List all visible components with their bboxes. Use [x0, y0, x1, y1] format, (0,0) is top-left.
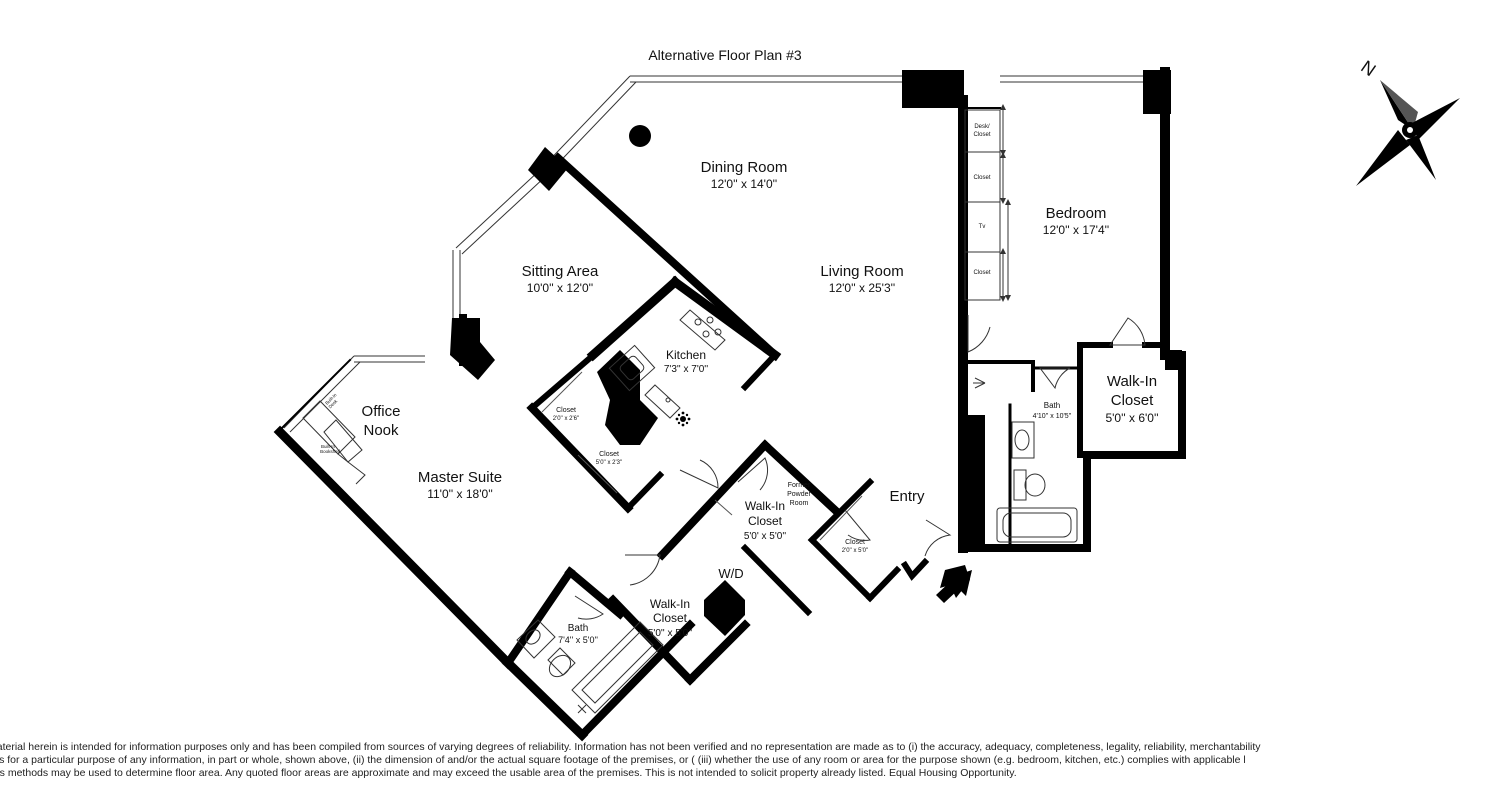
dining-room-name: Dining Room: [701, 159, 788, 176]
closet-rods: [541, 371, 863, 541]
kitchen-name: Kitchen: [666, 348, 706, 362]
walk-in-closet-lower-dims: 5'0'' x 5'0'': [648, 628, 692, 639]
built-in-bookshelf-line1: Built-In: [321, 444, 336, 449]
former-powder-room-line3: Room: [790, 500, 809, 507]
bath-lower-dims: 7'4'' x 5'0'': [558, 635, 598, 645]
kitchen-light-icon: [675, 411, 691, 427]
disclaimer-line-3: ous methods may be used to determine flo…: [0, 767, 1017, 780]
bath-right-name: Bath: [1044, 401, 1060, 410]
column-dot: [629, 125, 651, 147]
desk-closet-line2: Closet: [973, 132, 990, 138]
closet-b-name: Closet: [599, 451, 619, 458]
walk-in-closet-lower-name1: Walk-In: [650, 597, 690, 611]
bedroom-name: Bedroom: [1046, 205, 1107, 222]
kitchen-dims: 7'3'' x 7'0'': [664, 364, 708, 375]
closet-a-dims: 2'0'' x 2'6'': [553, 416, 580, 422]
closet-2-label: Closet: [973, 270, 990, 276]
wd-label: W/D: [718, 566, 743, 581]
room-labels: Dining Room 12'0'' x 14'0'' Living Room …: [320, 124, 1158, 645]
built-in-desk-line2: Desk: [328, 398, 339, 409]
closet-b-dims: 5'0'' x 2'3'': [596, 460, 623, 466]
columns: [450, 70, 1182, 636]
walk-in-closet-right-name1: Walk-In: [1107, 373, 1157, 390]
office-nook-name2: Nook: [363, 422, 399, 439]
built-in-bookshelf-line2: Bookshelf: [320, 449, 341, 454]
bath-right-dims: 4'10'' x 10'5'': [1033, 413, 1072, 420]
entry-label: Entry: [889, 488, 925, 505]
right-bath-fixtures: [973, 377, 1078, 543]
desk-closet-line1: Desk/: [974, 124, 990, 130]
walk-in-closet-lower-name2: Closet: [653, 611, 688, 625]
walk-in-closet-right-dims: 5'0'' x 6'0'': [1105, 411, 1158, 425]
office-nook-name1: Office: [362, 403, 401, 420]
dining-room-dims: 12'0'' x 14'0'': [711, 177, 777, 191]
master-suite-name: Master Suite: [418, 469, 502, 486]
plan-title: Alternative Floor Plan #3: [648, 47, 802, 63]
closet-entry-name: Closet: [845, 539, 865, 546]
lower-bath-fixtures: [516, 619, 664, 714]
living-room-name: Living Room: [820, 263, 903, 280]
master-suite-dims: 11'0'' x 18'0'': [427, 487, 493, 501]
sitting-area-dims: 10'0'' x 12'0'': [527, 281, 593, 295]
compass: N: [1356, 56, 1460, 186]
former-powder-room-line2: Powder: [787, 491, 811, 498]
entry-arrow-icon: [936, 570, 972, 603]
compass-label: N: [1357, 56, 1379, 80]
walk-in-closet-center-name2: Closet: [748, 514, 783, 528]
office-built-ins: [302, 400, 366, 485]
window-glazing: [283, 75, 1145, 433]
disclaimer-line-2: ess for a particular purpose of any info…: [0, 754, 1246, 767]
bedroom-dims: 12'0'' x 17'4'': [1043, 223, 1109, 237]
kitchen-fixtures: [608, 309, 726, 419]
walk-in-closet-right-name2: Closet: [1111, 392, 1154, 409]
bath-lower-name: Bath: [568, 623, 589, 634]
disclaimer: material herein is intended for informat…: [0, 741, 1500, 781]
closet-entry-dims: 2'0'' x 5'0'': [842, 548, 869, 554]
walk-in-closet-center-name1: Walk-In: [745, 499, 785, 513]
door-swings: [574, 315, 1146, 620]
sitting-area-name: Sitting Area: [522, 263, 599, 280]
tv-label: Tv: [979, 224, 986, 230]
living-room-dims: 12'0'' x 25'3'': [829, 281, 895, 295]
arrowheads: [1000, 104, 1011, 302]
former-powder-room-line1: Former: [788, 482, 811, 489]
disclaimer-line-1: material herein is intended for informat…: [0, 741, 1261, 753]
bedroom-built-ins: [964, 109, 1009, 301]
walk-in-closet-center-dims: 5'0' x 5'0'': [744, 531, 786, 542]
closet-1-label: Closet: [973, 175, 990, 181]
closet-a-name: Closet: [556, 407, 576, 414]
